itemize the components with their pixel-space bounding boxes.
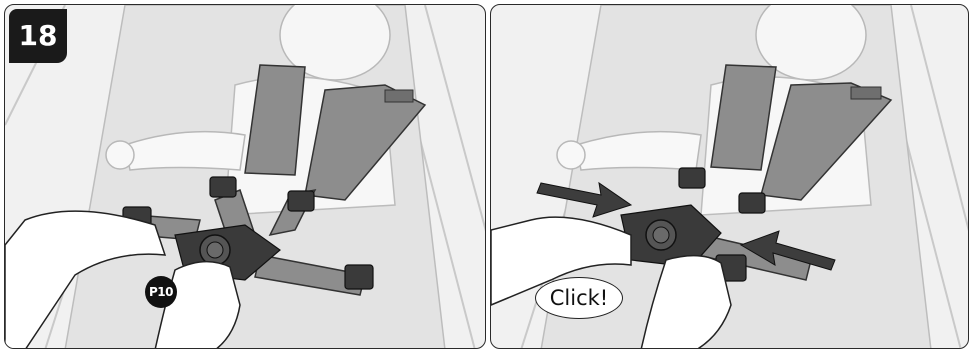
click-sound-label: Click! bbox=[535, 277, 623, 319]
illustration-panel-left: 18 P10 bbox=[4, 4, 486, 349]
page-reference-badge: P10 bbox=[145, 276, 177, 308]
step-number-badge: 18 bbox=[9, 9, 67, 63]
left-illustration bbox=[5, 5, 486, 349]
